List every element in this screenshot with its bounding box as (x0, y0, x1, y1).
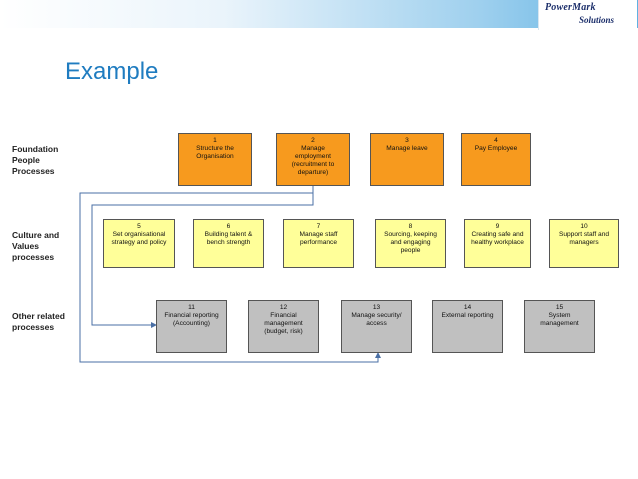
process-label: System management (540, 312, 579, 327)
process-box-9: 9 Creating safe and healthy workplace (464, 219, 531, 268)
process-label: Financial reporting (Accounting) (164, 312, 219, 327)
process-box-12: 12 Financial management (budget, risk) (248, 300, 319, 353)
process-box-14: 14 External reporting (432, 300, 503, 353)
process-box-5: 5 Set organisational strategy and policy (103, 219, 175, 268)
process-number: 4 (494, 137, 498, 144)
powermark-logo: PowerMark Solutions (538, 0, 637, 30)
process-label: Financial management (budget, risk) (264, 312, 303, 335)
process-label: Sourcing, keeping and engaging people (384, 231, 437, 254)
process-number: 1 (213, 137, 217, 144)
process-label: Manage leave (386, 145, 428, 152)
process-number: 8 (408, 223, 413, 230)
process-label: Building talent & bench strength (204, 231, 253, 246)
process-number: 2 (311, 137, 315, 144)
logo-line-2: Solutions (579, 15, 615, 25)
process-number: 15 (555, 304, 564, 311)
process-number: 7 (316, 223, 321, 230)
process-box-2: 2 Manage employment (recruitment to depa… (276, 133, 350, 186)
process-number: 3 (405, 137, 409, 144)
process-label: Creating safe and healthy workplace (471, 231, 524, 246)
row-label-culture: Culture and Values processes (12, 230, 60, 262)
process-box-1: 1 Structure the Organisation (178, 133, 252, 186)
process-label: Structure the Organisation (196, 145, 234, 160)
row-label-other: Other related processes (12, 311, 65, 332)
process-label: Manage employment (recruitment to depart… (291, 145, 335, 176)
process-box-8: 8 Sourcing, keeping and engaging people (375, 219, 446, 268)
process-box-15: 15 System management (524, 300, 595, 353)
process-number: 12 (279, 304, 288, 311)
row-label-foundation: Foundation People Processes (12, 144, 59, 176)
process-number: 13 (372, 304, 381, 311)
connector-to-box-11 (91, 193, 314, 328)
process-number: 5 (137, 223, 141, 230)
slide-title: Example (65, 58, 159, 85)
process-box-7: 7 Manage staff performance (283, 219, 354, 268)
process-label: External reporting (441, 312, 494, 319)
process-number: 9 (495, 223, 500, 230)
process-box-10: 10 Support staff and managers (549, 219, 619, 268)
connector-outer (79, 186, 381, 363)
process-label: Manage security/ access (351, 312, 402, 327)
process-number: 11 (188, 304, 195, 311)
process-box-11: 11 Financial reporting (Accounting) (156, 300, 227, 353)
process-box-3: 3 Manage leave (370, 133, 444, 186)
header-band (0, 0, 638, 28)
process-label: Pay Employee (474, 145, 518, 152)
process-number: 10 (580, 223, 588, 230)
logo-line-1: PowerMark (545, 2, 596, 13)
process-number: 6 (226, 223, 231, 230)
process-number: 14 (463, 304, 472, 311)
process-label: Manage staff performance (299, 231, 338, 246)
process-label: Set organisational strategy and policy (111, 231, 167, 246)
process-box-6: 6 Building talent & bench strength (193, 219, 264, 268)
process-box-13: 13 Manage security/ access (341, 300, 412, 353)
process-label: Support staff and managers (558, 231, 610, 246)
process-box-4: 4 Pay Employee (461, 133, 531, 186)
